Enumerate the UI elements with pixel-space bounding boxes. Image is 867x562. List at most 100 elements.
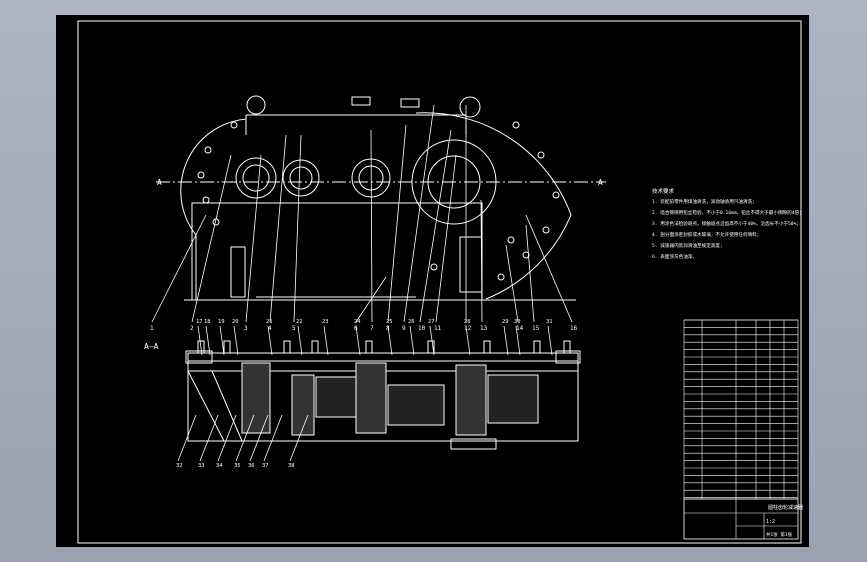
leader-line (191, 154, 232, 323)
gear-1 (315, 376, 357, 418)
callout-number: 11 (434, 325, 442, 332)
drawing-sheet: A A A—A (56, 15, 809, 547)
leader-line (503, 325, 509, 356)
leader-line (387, 325, 393, 356)
right-casing-arc (415, 112, 572, 300)
callout-number: 28 (464, 319, 471, 325)
body-outline (191, 202, 483, 301)
leader-line (409, 325, 415, 356)
callout-number: 23 (322, 319, 329, 325)
leader-line (177, 414, 197, 462)
callout-number: 31 (546, 319, 553, 325)
callout-number: 8 (386, 325, 390, 332)
gear-2 (387, 384, 445, 426)
gear-3 (487, 374, 539, 424)
leader-line (547, 325, 553, 356)
callout-number: 29 (502, 319, 509, 325)
section-mark-right: A (598, 178, 603, 187)
parts-list (683, 319, 799, 500)
leader-lines (151, 104, 573, 462)
callout-number: 17 (196, 319, 203, 325)
leader-line (515, 325, 521, 356)
leader-line (403, 104, 435, 323)
callout-number: 21 (266, 319, 273, 325)
parts-list-frame (683, 319, 799, 500)
callout-number: 16 (570, 325, 578, 332)
shaft-output (455, 364, 487, 436)
bearing-2 (282, 159, 320, 197)
callout-number: 38 (288, 463, 295, 469)
callout-number: 24 (354, 319, 361, 325)
callout-number: 18 (204, 319, 211, 325)
callout-number: 6 (354, 325, 358, 332)
inner-frame (77, 20, 802, 544)
leader-line (217, 414, 237, 462)
bolt-holes (197, 121, 560, 281)
title-block: 圆柱齿轮减速器 1:2 共1张 第1张 (683, 498, 803, 540)
section-body (187, 352, 579, 442)
leader-line (525, 214, 573, 323)
leader-line (419, 129, 452, 323)
leader-line (355, 325, 361, 356)
section-view (185, 340, 581, 450)
leader-line (293, 134, 302, 323)
callout-number: 13 (480, 325, 488, 332)
leader-line (233, 325, 239, 356)
leader-line (199, 414, 219, 462)
tech-req-line: 5. 减速器内装润滑油至规定高度； (652, 242, 725, 249)
leader-line (263, 414, 283, 462)
title-block-name: 圆柱齿轮减速器 (768, 504, 803, 511)
leader-line (267, 325, 273, 356)
shaft-input (241, 362, 271, 434)
leader-line (465, 325, 471, 356)
callout-number: 33 (198, 463, 205, 469)
title-block-scale: 1:2 (766, 519, 775, 525)
leader-line (429, 325, 435, 356)
leader-line (505, 244, 519, 323)
tech-req-line: 4. 剖分面涂密封胶或水玻璃，不允许使用任何填料； (652, 231, 761, 238)
leader-line (480, 199, 483, 323)
technical-requirements: 技术要求 1. 装配前零件用煤油清洗，滚动轴承用汽油清洗；2. 啮合侧隙用铅丝检… (652, 187, 804, 260)
leader-line (269, 134, 287, 323)
callout-number: 35 (234, 463, 241, 469)
vent-plug (351, 96, 371, 106)
leader-line (355, 276, 387, 323)
callout-number: 15 (532, 325, 540, 332)
section-label-aa: A—A (144, 342, 159, 351)
callout-number: 22 (296, 319, 303, 325)
leader-line (323, 325, 329, 356)
shaft-mid-1 (291, 374, 315, 436)
tech-req-line: 1. 装配前零件用煤油清洗，滚动轴承用汽油清洗； (652, 198, 757, 205)
section-bolts (197, 340, 571, 354)
left-casing-arc (180, 118, 247, 300)
tech-req-line: 3. 用涂色法检验斑点，接触斑点沿齿高不小于40%，沿齿长不小于50%； (652, 220, 801, 227)
callout-number: 30 (514, 319, 521, 325)
leader-line (370, 129, 373, 323)
callout-number: 37 (262, 463, 269, 469)
callout-number: 27 (428, 319, 435, 325)
callout-number: 26 (408, 319, 415, 325)
callout-number: 9 (402, 325, 406, 332)
callout-number: 4 (268, 325, 272, 332)
callout-number: 20 (232, 319, 239, 325)
leader-line (435, 154, 457, 323)
leader-line (297, 325, 303, 356)
section-mark-left: A (157, 178, 162, 187)
callout-number: 25 (386, 319, 393, 325)
bearing-1 (235, 157, 277, 199)
leader-line (525, 224, 535, 323)
leader-line (245, 154, 262, 323)
leader-line (197, 325, 203, 356)
tech-req-line: 6. 表面涂灰色油漆。 (652, 253, 697, 260)
shaft-mid-2 (355, 362, 387, 434)
oil-gauge-slot (459, 236, 483, 293)
callout-number: 12 (464, 325, 472, 332)
callout-number: 34 (216, 463, 223, 469)
inspection-cover (400, 98, 420, 108)
callout-number: 2 (190, 325, 194, 332)
leader-line (289, 414, 309, 462)
callout-number: 36 (248, 463, 255, 469)
leader-line (249, 414, 269, 462)
leader-line (151, 214, 207, 323)
